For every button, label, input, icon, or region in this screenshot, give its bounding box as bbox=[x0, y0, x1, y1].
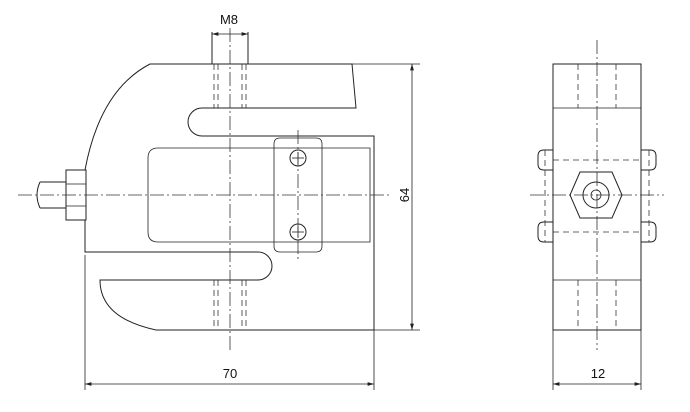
dimension-width: 70 bbox=[84, 255, 375, 390]
depth-label: 12 bbox=[591, 366, 605, 381]
height-label: 64 bbox=[397, 188, 412, 202]
side-boss-top bbox=[537, 149, 657, 171]
inner-recess bbox=[147, 147, 371, 243]
width-label: 70 bbox=[223, 366, 237, 381]
top-thread-stud bbox=[211, 32, 249, 64]
dimension-height: 64 bbox=[352, 63, 420, 331]
s-beam-body-outline bbox=[84, 63, 375, 331]
side-view bbox=[530, 40, 664, 350]
dimension-depth: 12 bbox=[552, 330, 642, 390]
thread-size-label: M8 bbox=[220, 12, 238, 27]
gauge-plate bbox=[273, 137, 323, 253]
dimension-thread: M8 bbox=[212, 12, 248, 36]
front-view bbox=[18, 28, 392, 350]
hidden-thread-lines bbox=[213, 64, 247, 330]
side-boss-bottom bbox=[537, 221, 657, 243]
